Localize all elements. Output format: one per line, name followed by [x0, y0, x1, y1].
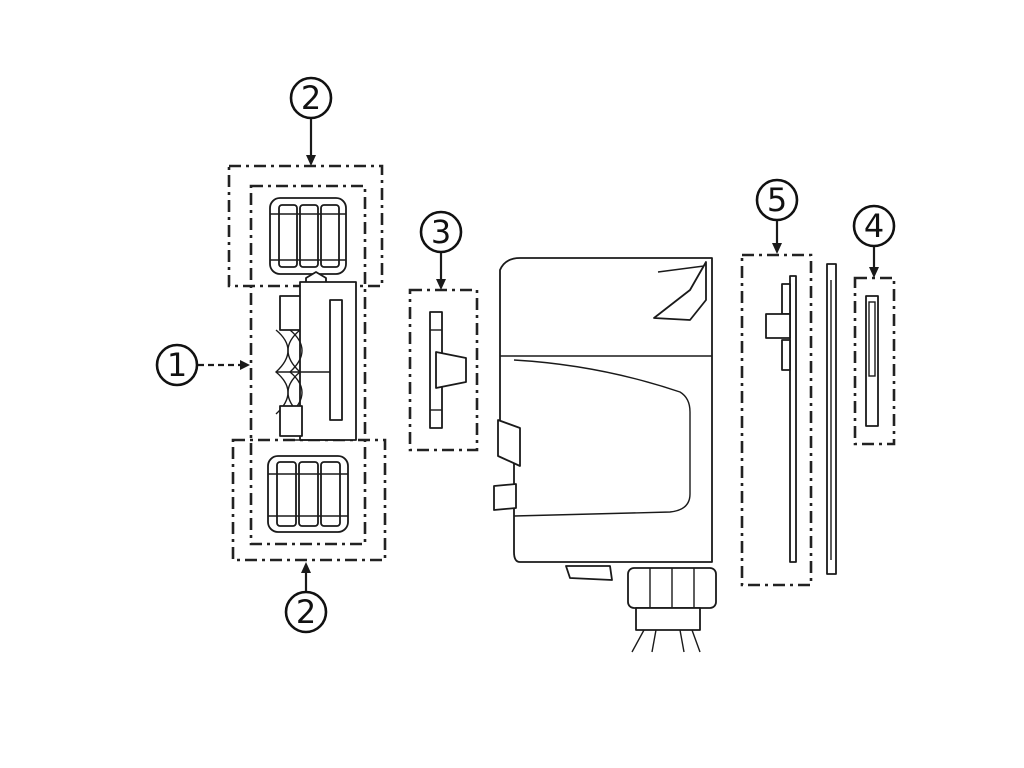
callout-arrowhead: [772, 243, 782, 254]
callout-arrowhead: [869, 267, 879, 278]
fitting-body: [274, 271, 357, 441]
callout-number: 4: [864, 207, 884, 245]
callout-2-top: 2: [289, 76, 333, 166]
callout-1: 1: [155, 343, 250, 387]
callout-number: 2: [296, 593, 316, 631]
callout-circle: [155, 343, 199, 387]
callout-4: 4: [852, 204, 896, 278]
callout-arrowhead: [301, 562, 311, 573]
callout-circle: [852, 204, 896, 248]
circuit-board: [765, 275, 797, 563]
main-housing: [493, 257, 713, 581]
item-1-box: [249, 184, 367, 546]
callout-arrowhead: [436, 279, 446, 290]
callout-3: 3: [419, 210, 463, 290]
window-panel: [865, 295, 879, 427]
callout-number: 2: [301, 79, 321, 117]
item-2-top-box: [227, 164, 384, 288]
callout-circle: [755, 178, 799, 222]
item-5-box: [740, 253, 813, 587]
callout-number: 3: [431, 213, 451, 251]
callout-arrowhead: [306, 155, 316, 166]
callout-2-bottom: 2: [284, 562, 328, 634]
callout-circle: [284, 590, 328, 634]
callout-number: 5: [767, 181, 787, 219]
callout-arrowhead: [240, 360, 250, 370]
callout-circle: [419, 210, 463, 254]
cable-connector: [627, 567, 717, 653]
callout-5: 5: [755, 178, 799, 254]
callout-circle: [289, 76, 333, 120]
item-4-box: [853, 276, 896, 446]
item-3-box: [408, 288, 479, 452]
thin-plate: [826, 263, 837, 575]
bottom-nut: [267, 455, 349, 533]
top-nut: [269, 197, 347, 275]
callout-number: 1: [167, 346, 187, 384]
gasket-section: [429, 311, 467, 429]
